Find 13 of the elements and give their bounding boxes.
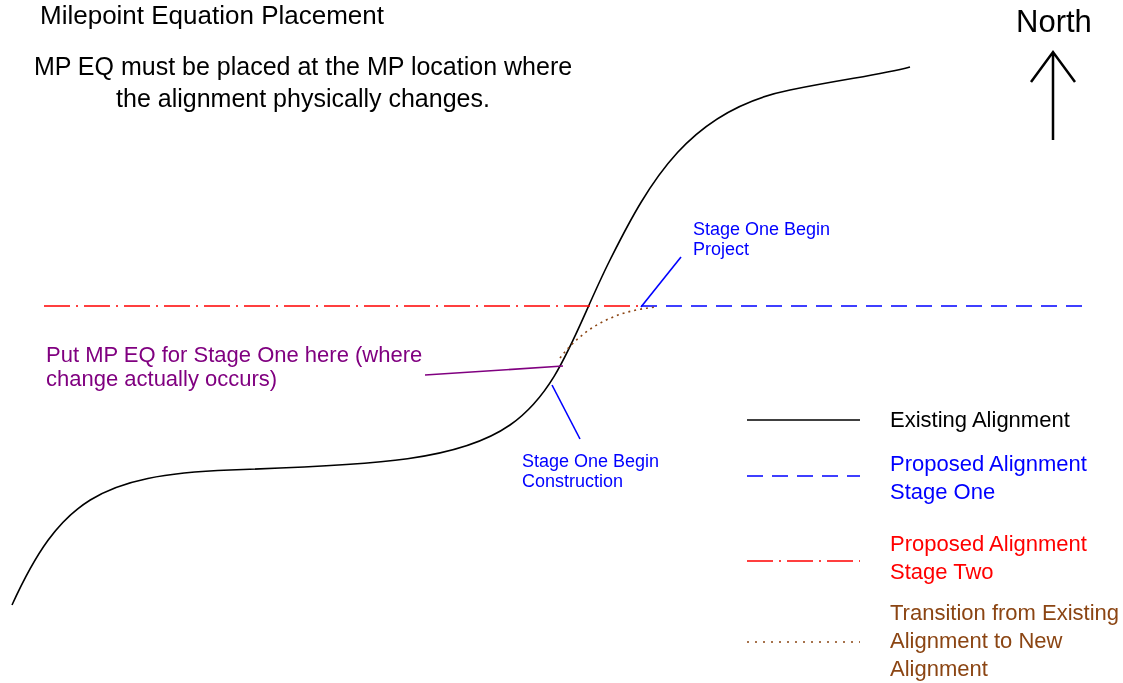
legend-text: Proposed Alignment Stage One bbox=[890, 450, 1088, 506]
north-label: North bbox=[1016, 4, 1092, 40]
leader-line bbox=[424, 365, 564, 376]
title: Milepoint Equation Placement bbox=[40, 0, 384, 31]
leader-line bbox=[640, 256, 682, 308]
callout-text: Put MP EQ for Stage One here (where change actually occurs) bbox=[46, 343, 426, 392]
callout-text: Stage One Begin Construction bbox=[522, 452, 712, 492]
legend-text: Transition from Existing Alignment to New Alignment bbox=[890, 599, 1120, 683]
legend-text: Existing Alignment bbox=[890, 406, 1071, 434]
note-text: MP EQ must be placed at the MP location where the alignment physically changes. bbox=[32, 51, 574, 114]
leader-line bbox=[551, 384, 581, 440]
legend-text: Proposed Alignment Stage Two bbox=[890, 530, 1088, 586]
callout-text: Stage One Begin Project bbox=[693, 220, 833, 260]
